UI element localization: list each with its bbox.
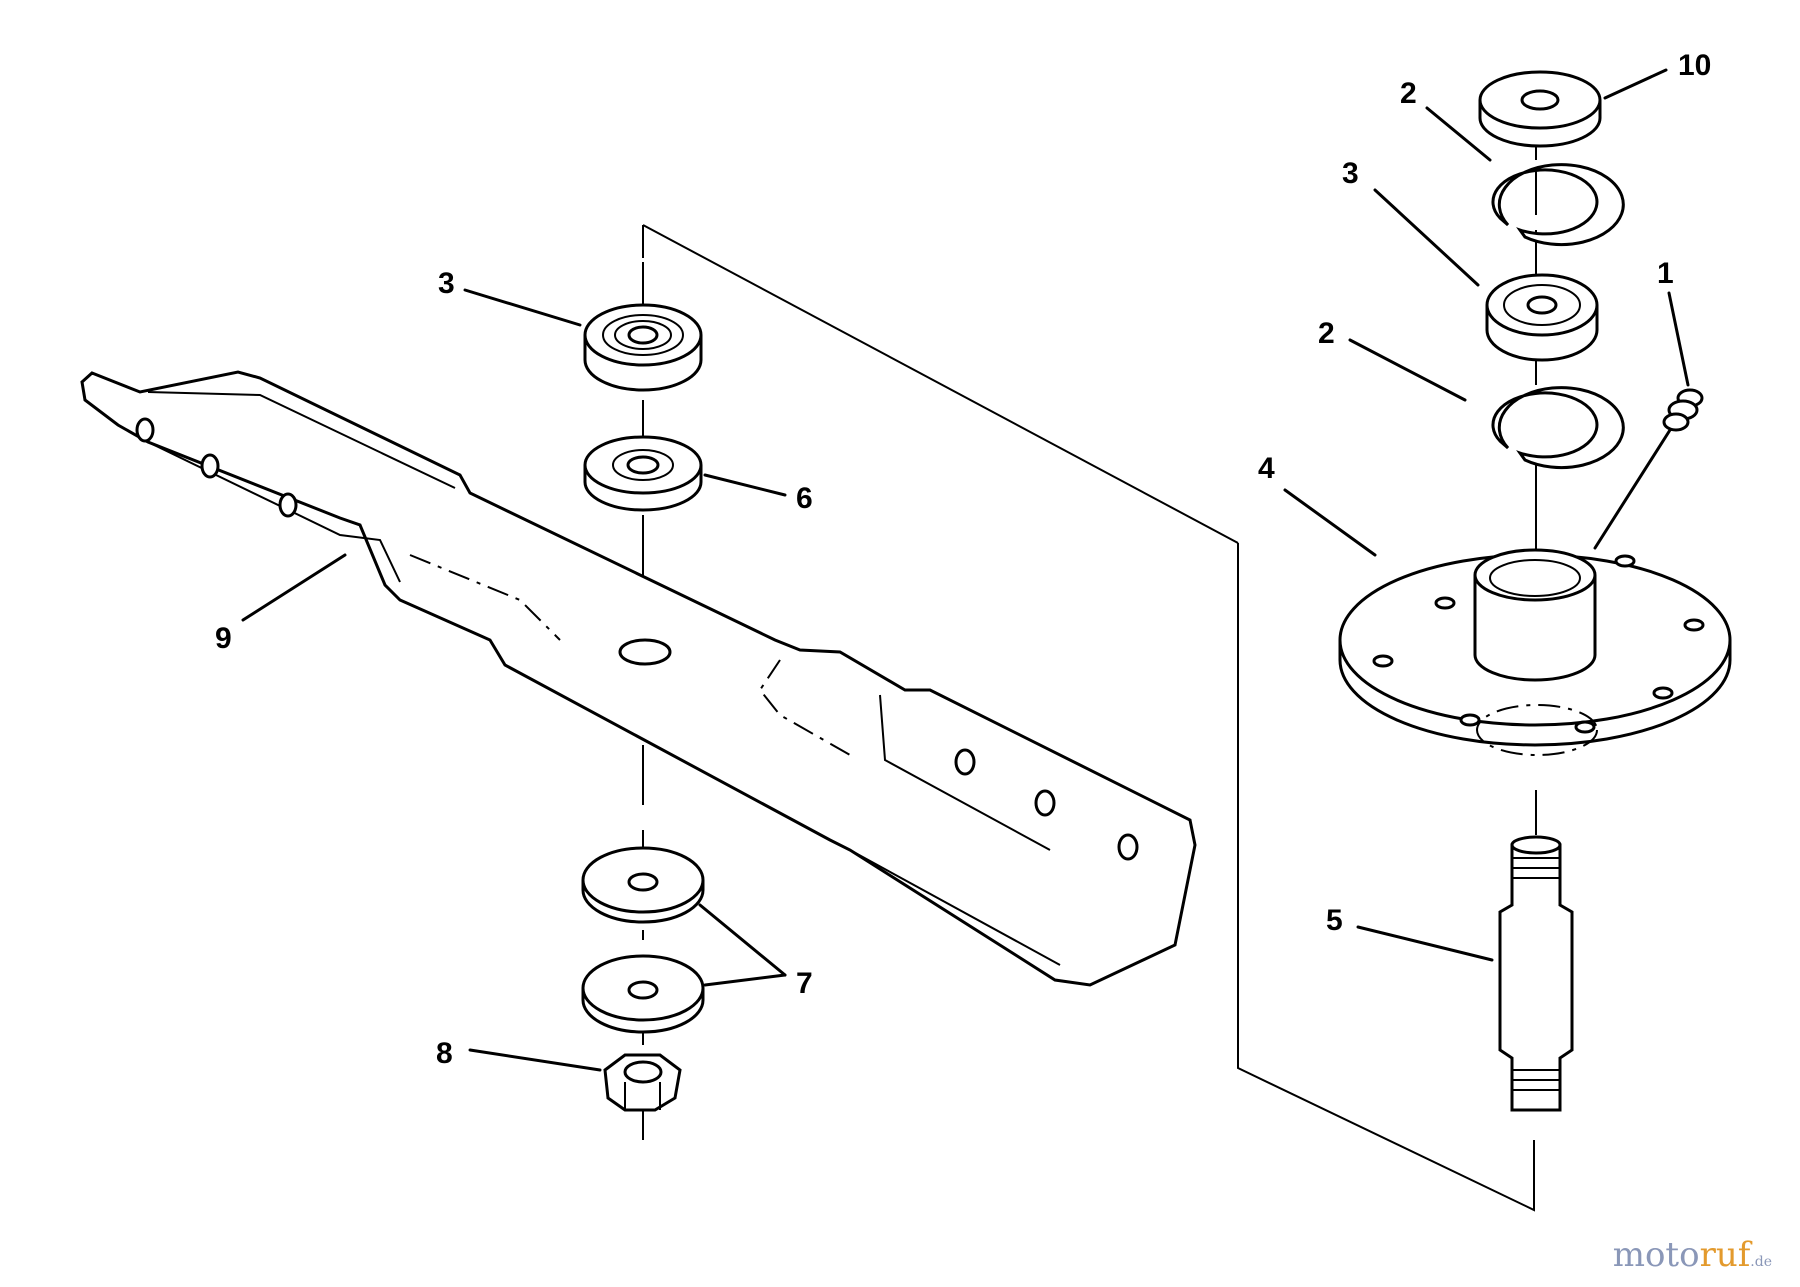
callout-4: 4 bbox=[1258, 452, 1275, 485]
motoruf-watermark: motoruf.de bbox=[1613, 1235, 1772, 1275]
callout-6: 6 bbox=[796, 482, 813, 515]
retaining-ring-mid bbox=[1491, 386, 1625, 470]
callout-8: 8 bbox=[436, 1037, 453, 1070]
callout-9: 9 bbox=[215, 622, 232, 655]
callout-3-right: 3 bbox=[1342, 157, 1359, 190]
watermark-part2: ruf bbox=[1699, 1235, 1751, 1275]
spindle-housing bbox=[1338, 548, 1732, 756]
callout-7: 7 bbox=[796, 967, 813, 1000]
spindle-shaft bbox=[1498, 835, 1574, 1112]
washer-upper bbox=[581, 846, 705, 924]
bearing-left bbox=[583, 303, 703, 392]
watermark-part1: moto bbox=[1612, 1235, 1700, 1275]
callout-labels: 10 2 3 1 2 4 5 3 6 9 7 8 bbox=[215, 49, 1711, 1070]
grease-fitting bbox=[1662, 388, 1704, 432]
assembly-bracket-lines bbox=[642, 224, 1535, 1212]
bearing-right bbox=[1485, 273, 1599, 362]
spacer-washer bbox=[583, 435, 703, 512]
watermark-part3: .de bbox=[1750, 1254, 1772, 1270]
top-washer bbox=[1478, 70, 1602, 148]
callout-10: 10 bbox=[1678, 49, 1711, 82]
leader-lines bbox=[241, 68, 1690, 1072]
callout-2-top: 2 bbox=[1400, 77, 1417, 110]
hex-nut bbox=[603, 1053, 682, 1112]
callout-3-left: 3 bbox=[438, 267, 455, 300]
callout-2-mid: 2 bbox=[1318, 317, 1335, 350]
mower-blade bbox=[80, 370, 1197, 987]
callout-5: 5 bbox=[1326, 904, 1343, 937]
washer-lower bbox=[581, 954, 705, 1034]
callout-1: 1 bbox=[1657, 257, 1674, 290]
retaining-ring-top bbox=[1491, 163, 1625, 247]
